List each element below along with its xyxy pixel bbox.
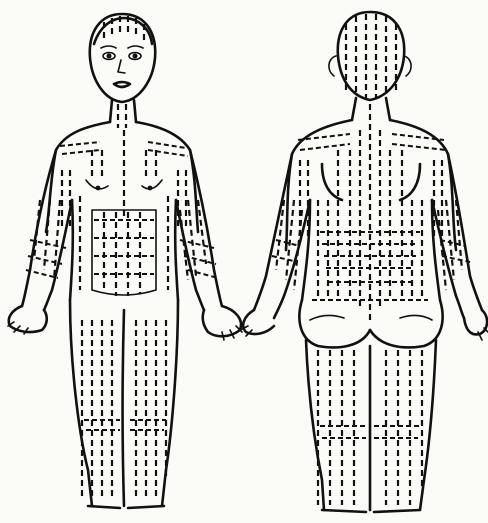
front-legs xyxy=(70,300,178,508)
back-legs xyxy=(306,340,436,512)
front-right-arm xyxy=(8,150,72,334)
front-head xyxy=(90,14,155,102)
front-view-figure xyxy=(8,14,242,508)
back-head xyxy=(329,12,411,100)
back-torso xyxy=(286,104,456,320)
back-view-figure xyxy=(240,12,488,512)
front-left-arm xyxy=(176,150,242,340)
front-neck xyxy=(110,100,136,128)
back-right-arm xyxy=(432,154,488,340)
